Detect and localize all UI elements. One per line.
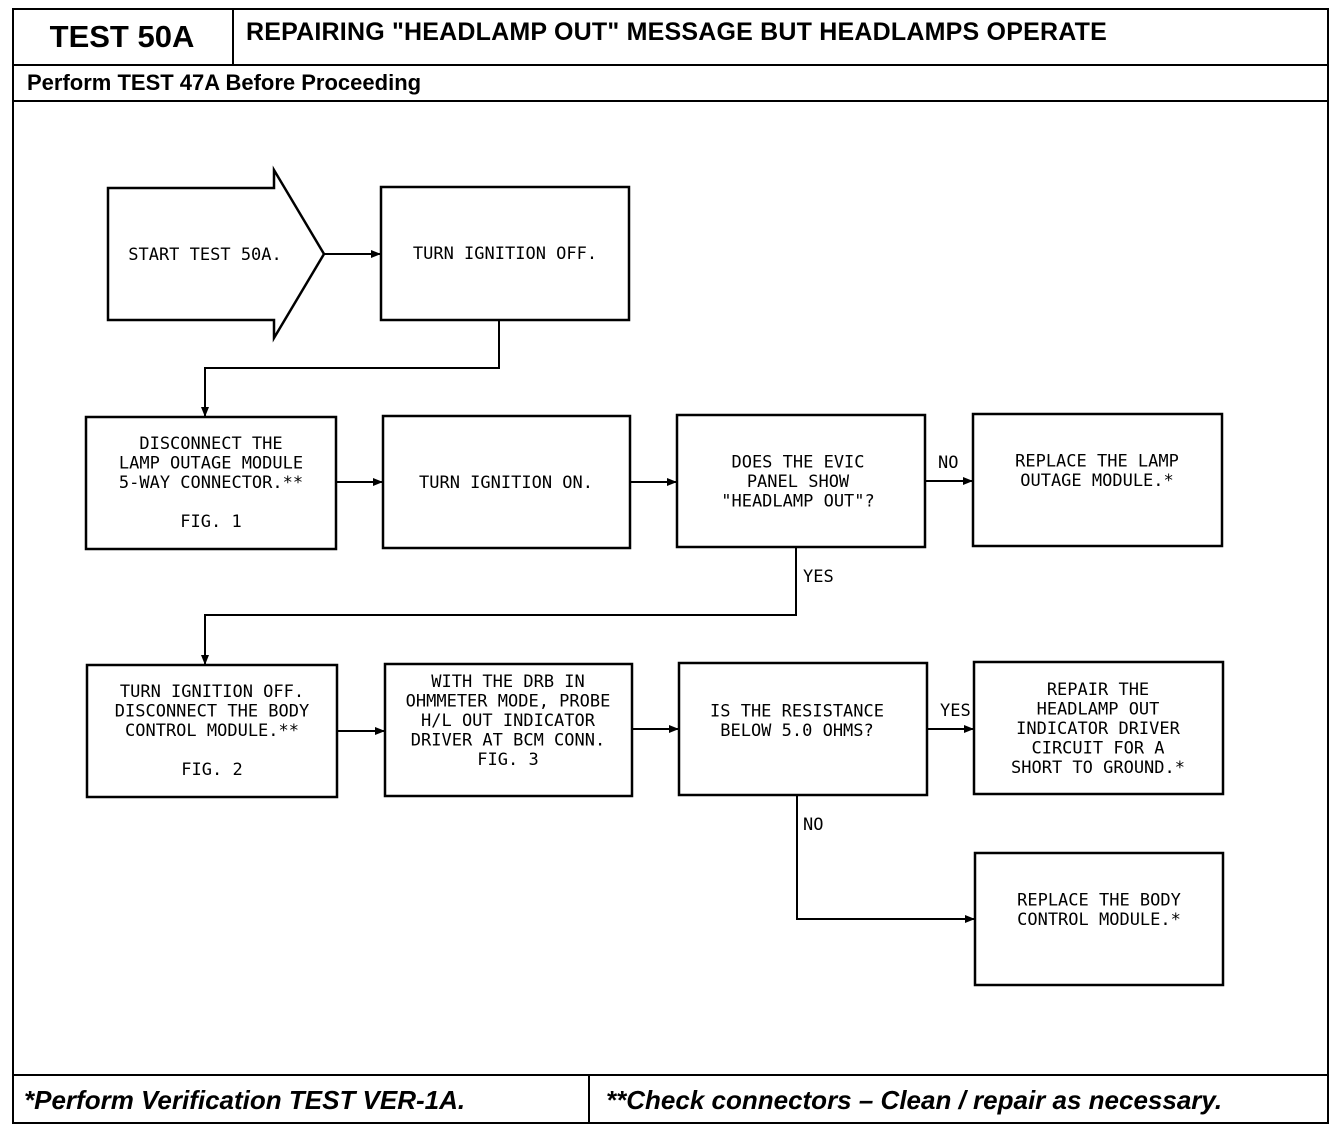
prerequisite-row bbox=[12, 66, 1329, 102]
box-text-line: SHORT TO GROUND.* bbox=[1011, 758, 1185, 778]
box-text-line: IS THE RESISTANCE bbox=[710, 701, 884, 721]
box-text-line: TURN IGNITION OFF. bbox=[413, 244, 597, 264]
start-text: START TEST 50A. bbox=[128, 245, 282, 265]
box-text-line: DISCONNECT THE BODY bbox=[115, 702, 309, 722]
connector-resistance-no bbox=[796, 795, 975, 923]
step-ignition-on-text: TURN IGNITION ON. bbox=[419, 473, 593, 493]
verification-note: *Perform Verification TEST VER-1A. bbox=[24, 1085, 466, 1115]
start-arrow-shape: START TEST 50A. bbox=[106, 165, 326, 343]
box-text-line: DOES THE EVIC bbox=[731, 453, 864, 473]
label-evic-no: NO bbox=[938, 453, 958, 473]
header-row bbox=[12, 8, 1329, 66]
box-text-line: CONTROL MODULE.* bbox=[1017, 910, 1181, 930]
box-text-line: START TEST 50A. bbox=[128, 245, 282, 265]
box-text-line: DISCONNECT THE bbox=[139, 434, 282, 454]
step-ignition-off: TURN IGNITION OFF. bbox=[379, 185, 631, 322]
box-text-line: PANEL SHOW bbox=[747, 472, 850, 492]
box-text-line: REPAIR THE bbox=[1047, 680, 1149, 700]
connector-ignition-off-to-disconnect bbox=[201, 320, 500, 417]
box-text-line: FIG. 1 bbox=[180, 512, 241, 532]
step-ignition-on: TURN IGNITION ON. bbox=[381, 414, 632, 550]
page-frame bbox=[12, 8, 1329, 1124]
prerequisite-note: Perform TEST 47A Before Proceeding bbox=[27, 70, 422, 95]
box-text-line: WITH THE DRB IN bbox=[431, 672, 585, 692]
box-text-line: OHMMETER MODE, PROBE bbox=[406, 692, 611, 712]
connector-note: **Check connectors – Clean / repair as n… bbox=[606, 1085, 1223, 1115]
box-text-line: TURN IGNITION OFF. bbox=[120, 682, 304, 702]
box-text-line: "HEADLAMP OUT"? bbox=[721, 492, 875, 512]
label-resistance-no: NO bbox=[803, 815, 823, 835]
connector-evic-yes bbox=[201, 547, 797, 665]
box-text-line: REPLACE THE BODY bbox=[1017, 890, 1181, 910]
box-text-line: HEADLAMP OUT bbox=[1037, 700, 1160, 720]
test-title: REPAIRING "HEADLAMP OUT" MESSAGE BUT HEA… bbox=[246, 18, 1107, 46]
box-text-line: CIRCUIT FOR A bbox=[1031, 739, 1164, 759]
box-text-line: CONTROL MODULE.** bbox=[125, 721, 299, 741]
box-text-line: REPLACE THE LAMP bbox=[1015, 451, 1179, 471]
box-text-line: OUTAGE MODULE.* bbox=[1020, 471, 1174, 491]
box-text-line: INDICATOR DRIVER bbox=[1016, 719, 1181, 739]
box-text-line: FIG. 2 bbox=[181, 760, 242, 780]
box-text-line: TURN IGNITION ON. bbox=[419, 473, 593, 493]
box-text-line: DRIVER AT BCM CONN. bbox=[411, 731, 605, 751]
box-text-line: LAMP OUTAGE MODULE bbox=[119, 454, 303, 474]
footer-row bbox=[12, 1074, 1329, 1124]
step-ignition-off-text: TURN IGNITION OFF. bbox=[413, 244, 597, 264]
label-evic-yes: YES bbox=[803, 567, 834, 587]
box-text-line: BELOW 5.0 OHMS? bbox=[720, 721, 874, 741]
box-text-line: 5-WAY CONNECTOR.** bbox=[119, 473, 303, 493]
footer-divider bbox=[588, 1074, 590, 1124]
label-resistance-yes: YES bbox=[940, 701, 971, 721]
box-text-line: FIG. 3 bbox=[477, 750, 538, 770]
box-text-line: H/L OUT INDICATOR bbox=[421, 711, 596, 731]
test-id: TEST 50A bbox=[12, 8, 234, 66]
